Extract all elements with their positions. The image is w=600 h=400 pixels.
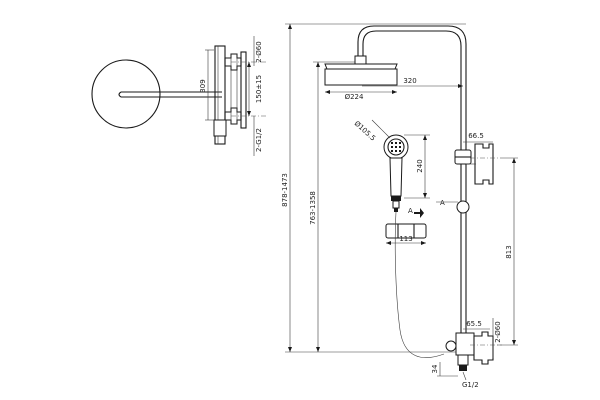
riser-pipe-inner (362, 30, 462, 350)
dim-66-top-label: 66.5 (468, 132, 484, 140)
mixer-body-side (214, 45, 226, 145)
dim-105-leader (371, 119, 391, 139)
section-a-arrow (414, 208, 424, 218)
dim-309-label: 309 (199, 79, 207, 92)
bracket-a-view (385, 223, 427, 239)
front-view-group: 878-1473 763-1358 Ø224 320 (281, 23, 518, 389)
arm-end-cap (118, 91, 122, 98)
rain-head-body (324, 68, 398, 86)
bottom-mixer-block (473, 331, 494, 365)
dim-60-top-label: 2-Ø60 (255, 41, 263, 62)
dim-878-label: 878-1473 (281, 173, 289, 207)
dim-813-label: 813 (505, 245, 513, 258)
wall-plate (240, 51, 247, 129)
dim-763-label: 763-1358 (309, 191, 317, 225)
hand-shower-head-inner (387, 138, 405, 156)
hand-shower-collar (391, 196, 401, 201)
hand-shower-connector (392, 200, 400, 209)
rain-head-top (324, 63, 398, 70)
dim-g12-bottom-leader (462, 371, 467, 381)
bottom-outlet (457, 354, 469, 366)
hand-shower-nozzle-grid (391, 142, 401, 152)
mixer-cap (213, 119, 227, 137)
dim-240-label: 240 (416, 159, 424, 172)
view-a-label: A (440, 199, 445, 207)
dim-105-label: Ø105.5 (353, 120, 377, 143)
riser-pipe-outer (357, 25, 467, 350)
dim-113-label: 113 (399, 235, 412, 243)
diverter-knob (456, 200, 470, 214)
dim-224-label: Ø224 (345, 93, 364, 101)
side-view-group: 309 2-Ø60 150±15 2-G1/2 (91, 36, 266, 156)
dim-150-label: 150±15 (255, 75, 263, 103)
dim-g12-bottom-label: G1/2 (462, 381, 479, 389)
rain-head-joint (354, 55, 367, 65)
dim-60-bottom-label: 2-Ø60 (494, 321, 502, 342)
dim-65-bottom-label: 65.5 (466, 320, 482, 328)
dim-320-arrow (458, 84, 463, 88)
head-plate-circle (91, 59, 161, 129)
section-a-label: A (408, 207, 413, 215)
hand-shower-handle (389, 157, 403, 197)
bottom-outlet-nut (459, 365, 467, 371)
dim-320-label: 320 (403, 77, 416, 85)
dim-g12-left-label: 2-G1/2 (255, 128, 263, 152)
bottom-mixer-body (455, 332, 475, 356)
dim-34-label: 34 (431, 364, 439, 373)
bottom-mixer-knob (445, 340, 457, 352)
upper-mixer-block (474, 143, 494, 185)
hand-shower-nut (394, 208, 398, 212)
shower-hose (394, 211, 445, 358)
